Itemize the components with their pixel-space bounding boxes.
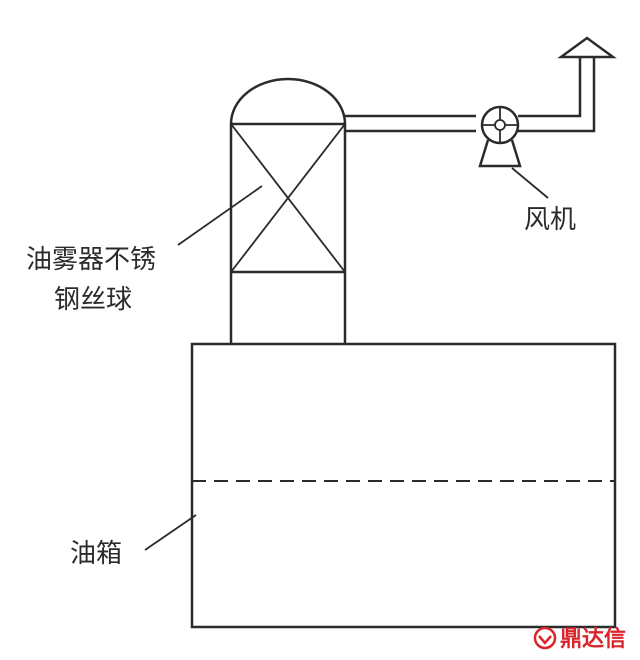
filter-label-line1: 油雾器不锈 — [26, 245, 156, 275]
fan-icon — [476, 105, 522, 168]
up-arrow-icon — [557, 36, 617, 59]
filter-leader-line — [177, 185, 263, 246]
steel-wool-filter — [230, 123, 346, 273]
filter-column — [229, 122, 347, 344]
fan-leader-line — [511, 167, 549, 199]
column-dome — [229, 77, 347, 125]
tank-leader-line — [144, 514, 197, 551]
oil-tank — [190, 342, 617, 629]
logo-icon — [533, 626, 557, 650]
tank-label: 油箱 — [70, 539, 122, 569]
filter-label-line2: 钢丝球 — [54, 285, 132, 315]
watermark-text: 鼎达信 — [560, 626, 626, 652]
exhaust-pipe — [345, 58, 596, 133]
fan-label: 风机 — [524, 205, 576, 235]
watermark: 鼎达信 — [533, 626, 626, 652]
